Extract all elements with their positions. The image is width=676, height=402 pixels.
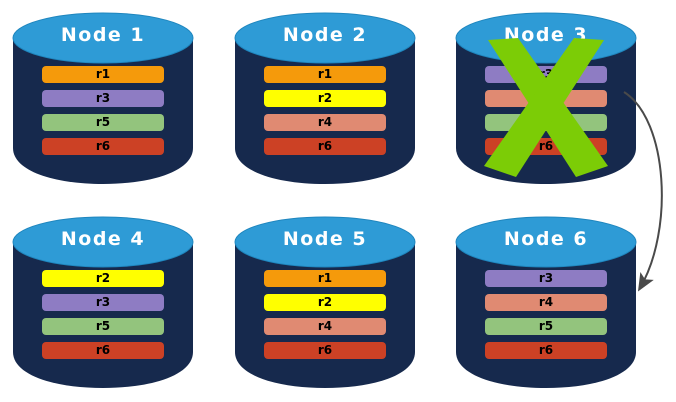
record-bar[interactable]: r5 bbox=[485, 114, 607, 131]
record-bar[interactable]: r6 bbox=[42, 342, 164, 359]
record-bar[interactable]: r1 bbox=[264, 66, 386, 83]
record-bar[interactable]: r5 bbox=[42, 114, 164, 131]
record-bar[interactable]: r4 bbox=[264, 318, 386, 335]
record-list: r2 r3 r5 r6 bbox=[42, 270, 164, 359]
cylinder-top bbox=[455, 12, 637, 64]
record-bar[interactable]: r3 bbox=[42, 90, 164, 107]
record-list: r1 r3 r5 r6 bbox=[42, 66, 164, 155]
record-bar[interactable]: r6 bbox=[264, 342, 386, 359]
record-bar[interactable]: r5 bbox=[42, 318, 164, 335]
cylinder-top bbox=[12, 216, 194, 268]
cylinder-top bbox=[234, 216, 416, 268]
record-bar[interactable]: r6 bbox=[264, 138, 386, 155]
record-bar[interactable]: r4 bbox=[485, 294, 607, 311]
cylinder-top bbox=[455, 216, 637, 268]
record-bar[interactable]: r6 bbox=[485, 342, 607, 359]
cylinder-top bbox=[12, 12, 194, 64]
record-bar[interactable]: r1 bbox=[42, 66, 164, 83]
record-list: r1 r2 r4 r6 bbox=[264, 66, 386, 155]
record-list: r1 r2 r4 r6 bbox=[264, 270, 386, 359]
record-bar[interactable]: r1 bbox=[264, 270, 386, 287]
record-list: r3 r4 r5 r6 bbox=[485, 270, 607, 359]
record-bar[interactable]: r2 bbox=[42, 270, 164, 287]
record-bar[interactable]: r6 bbox=[485, 138, 607, 155]
cylinder-top bbox=[234, 12, 416, 64]
record-bar[interactable]: r4 bbox=[485, 90, 607, 107]
record-bar[interactable]: r6 bbox=[42, 138, 164, 155]
record-bar[interactable]: r3 bbox=[485, 270, 607, 287]
record-bar[interactable]: r2 bbox=[264, 90, 386, 107]
record-bar[interactable]: r2 bbox=[264, 294, 386, 311]
record-list: r3 r4 r5 r6 bbox=[485, 66, 607, 155]
record-bar[interactable]: r5 bbox=[485, 318, 607, 335]
record-bar[interactable]: r4 bbox=[264, 114, 386, 131]
record-bar[interactable]: r3 bbox=[485, 66, 607, 83]
record-bar[interactable]: r3 bbox=[42, 294, 164, 311]
